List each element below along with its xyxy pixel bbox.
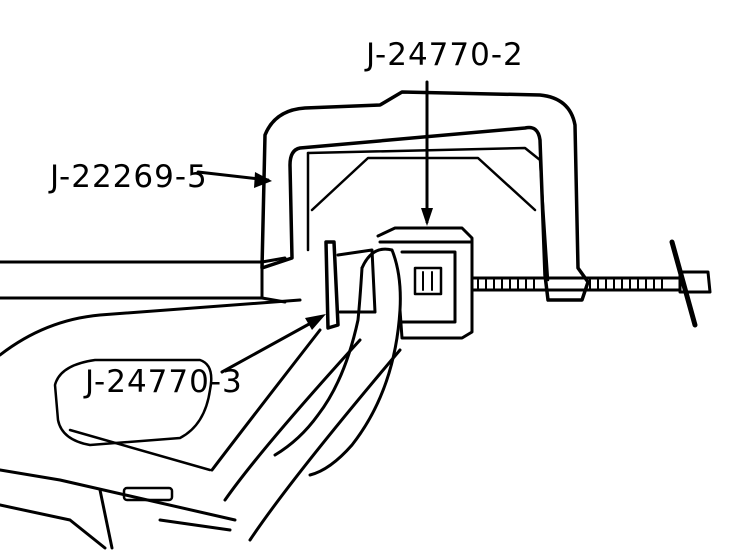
thrust-plate [324,240,377,330]
control-arm-boss [273,247,402,477]
t-handle [669,239,712,328]
shaft [0,256,287,304]
arrowhead-lower [305,314,326,330]
label-top-tool: J-24770-2 [364,37,524,73]
label-left-tool: J-22269-5 [48,159,208,195]
suspension-bracket [0,298,402,550]
receiver-cup [376,226,474,340]
label-lower-tool: J-24770-3 [83,364,243,400]
forcing-screw [470,276,682,292]
arrowhead-top [421,208,433,226]
arrowhead-left [254,172,272,188]
leader-lower [220,316,322,374]
